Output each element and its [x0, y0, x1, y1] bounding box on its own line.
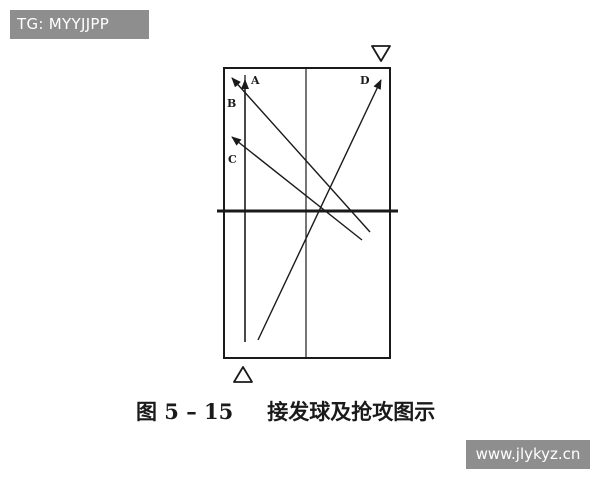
table-outline: [223, 67, 391, 359]
watermark-bottom: www.jlykyz.cn: [466, 440, 590, 469]
label-a: A: [250, 74, 260, 87]
label-d: D: [360, 74, 370, 87]
figure-title: 接发球及抢攻图示: [267, 399, 436, 424]
receiver-position-marker: [371, 45, 391, 62]
label-b: B: [227, 97, 236, 110]
figure-caption: 图 5 – 15 接发球及抢攻图示: [136, 396, 435, 426]
figure-number: 图 5 – 15: [136, 399, 234, 424]
arrow-to-c: [231, 136, 363, 241]
label-c: C: [228, 153, 237, 166]
server-position-marker: [233, 366, 253, 383]
arrow-to-b: [231, 77, 371, 233]
watermark-top: TG: MYYJJPP: [10, 10, 149, 39]
arrow-to-d: [257, 79, 382, 341]
